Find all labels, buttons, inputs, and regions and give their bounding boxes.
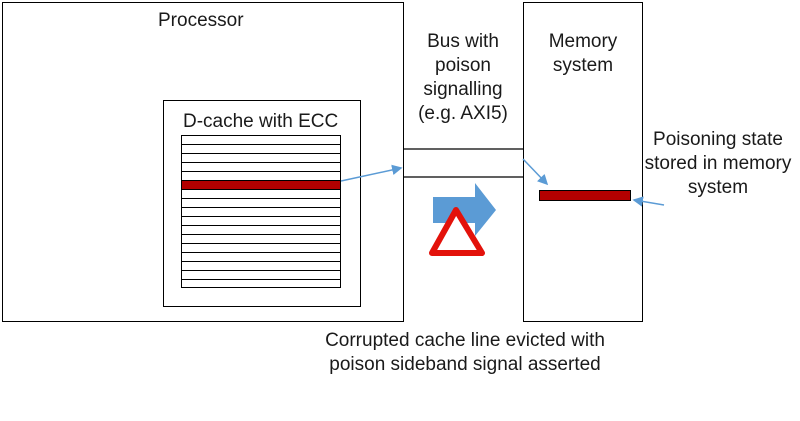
cache-line [181,243,341,252]
cache-line [181,162,341,171]
memory-poisoned-location [539,190,631,201]
memory-title: Memory system [548,31,618,76]
cache-line [181,261,341,270]
note-to-memory-arrow [632,196,665,207]
cache-line [181,207,341,216]
cache-line [181,171,341,180]
processor-title: Processor [158,10,244,31]
bus-channel [404,148,523,178]
memory-box [523,2,643,322]
cache-line [181,270,341,279]
bus-to-memory-arrow [522,158,549,186]
cache-lines [181,135,341,288]
cache-line [181,144,341,153]
cache-line [181,135,341,144]
cache-line [181,189,341,198]
corrupted-cache-line [181,180,341,189]
bus-label: Bus with poison signalling (e.g. AXI5) [418,31,508,124]
cache-line [181,153,341,162]
cache-line [181,198,341,207]
cache-line [181,216,341,225]
dcache-title: D-cache with ECC [183,111,339,132]
cache-line [181,252,341,261]
cache-to-bus-arrow [340,164,403,182]
cache-line [181,225,341,234]
cache-line [181,234,341,243]
eviction-caption: Corrupted cache line evicted with poison… [325,330,605,375]
warning-triangle-icon [429,207,485,256]
cache-line [181,279,341,288]
poisoning-state-note: Poisoning state stored in memory system [644,129,792,198]
